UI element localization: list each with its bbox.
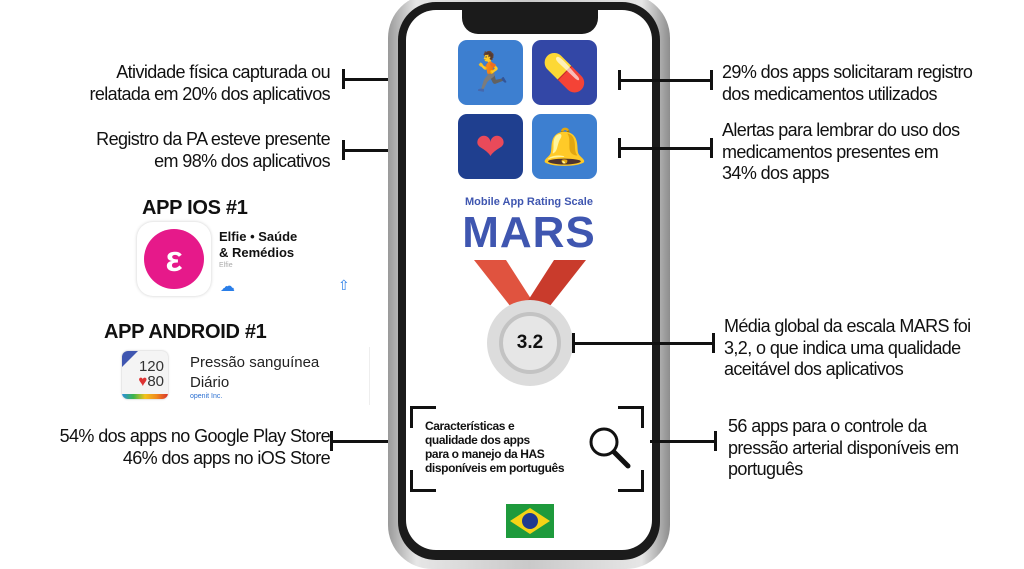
diastolic: 80: [147, 373, 164, 390]
android-heading: APP ANDROID #1: [104, 321, 267, 343]
running-icon: 🏃: [458, 40, 523, 105]
bracket-corner: [618, 470, 644, 492]
phone-screen: [406, 10, 652, 550]
share-icon[interactable]: ⇧: [338, 277, 350, 293]
mars-score: 3.2: [499, 312, 561, 374]
line: Pressão sanguínea: [190, 354, 320, 371]
medal: 3.2: [487, 300, 573, 386]
connector-tick: [710, 138, 713, 158]
line: aceitável dos aplicativos: [724, 359, 904, 379]
connector-tick: [572, 333, 575, 353]
bracket-corner: [618, 406, 644, 428]
connector-tick: [342, 69, 345, 89]
connector: [572, 342, 714, 345]
medicine-icon: 💊: [532, 40, 597, 105]
systolic: 120: [138, 358, 164, 375]
mars-subtitle: Mobile App Rating Scale: [465, 196, 593, 208]
line: medicamentos presentes em: [722, 141, 939, 162]
alarm-bell-icon: 🔔: [532, 114, 597, 179]
connector: [618, 79, 712, 82]
magnifier-icon: [589, 427, 631, 469]
elfie-logo-icon: ε: [144, 229, 204, 289]
line: Atividade física capturada ou: [116, 62, 330, 82]
connector: [650, 440, 716, 443]
line: Características e: [425, 419, 515, 433]
connector: [618, 147, 712, 150]
line: relatada em 20% dos aplicativos: [89, 83, 330, 104]
line: 3,2, o que indica uma qualidade: [724, 337, 961, 358]
connector-tick: [342, 140, 345, 160]
line: Média global da escala MARS foi: [724, 316, 971, 336]
connector-tick: [618, 138, 621, 158]
download-cloud-icon[interactable]: ☁: [220, 278, 235, 295]
connector-tick: [618, 70, 621, 90]
line: 29% dos apps solicitaram registro: [722, 62, 973, 82]
connector-tick: [714, 431, 717, 451]
line: Elfie • Saúde: [219, 229, 298, 244]
line: Diário: [190, 374, 230, 391]
line: Registro da PA esteve presente: [96, 129, 330, 149]
line: português: [728, 459, 803, 479]
ios-heading: APP IOS #1: [142, 197, 248, 219]
line: Alertas para lembrar do uso dos: [722, 120, 960, 140]
line: em 98% dos aplicativos: [154, 150, 331, 171]
connector-tick: [710, 70, 713, 90]
connector-tick: [712, 333, 715, 353]
heart-pressure-icon: ❤: [458, 114, 523, 179]
elfie-name: Elfie • Saúde& Remédios: [219, 229, 297, 261]
connector-tick: [330, 431, 333, 451]
line: 56 apps para o controle da: [728, 416, 927, 436]
line: & Remédios: [219, 245, 295, 260]
line: dos medicamentos utilizados: [722, 83, 938, 104]
bracket-corner: [410, 406, 436, 428]
elfie-app-icon[interactable]: ε: [137, 222, 211, 296]
mars-title: MARS: [462, 208, 596, 257]
bp-app-developer: openit Inc.: [190, 393, 223, 400]
phone-notch: [462, 4, 598, 34]
line: 34% dos apps: [722, 163, 829, 183]
elfie-developer: Elfie: [219, 262, 233, 269]
line: disponíveis em português: [425, 461, 565, 475]
line: qualidade dos apps: [425, 433, 530, 447]
line: para o manejo da HAS: [425, 447, 545, 461]
line: 54% dos apps no Google Play Store: [59, 426, 331, 446]
line: pressão arterial disponíveis em: [728, 437, 959, 458]
line: 46% dos apps no iOS Store: [122, 447, 331, 468]
connector: [330, 440, 410, 443]
brazil-flag-icon: [506, 504, 554, 538]
bracket-corner: [410, 470, 436, 492]
bp-app-icon: 120♥80: [122, 351, 168, 399]
